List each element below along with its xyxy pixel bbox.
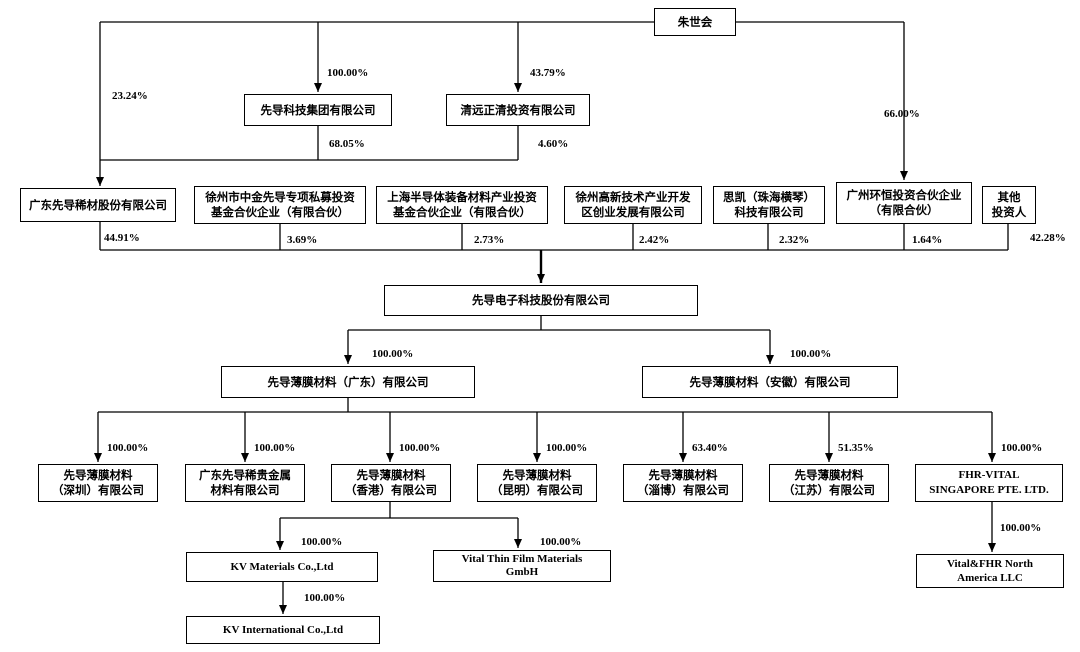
pct-sikai-to-electronic: 2.32% (779, 234, 810, 246)
node-label-line1: 思凯（珠海横琴） (723, 190, 815, 204)
node-film-shenzhen: 先导薄膜材料 （深圳）有限公司 (38, 464, 158, 502)
node-label-line1: Vital&FHR North (946, 558, 1034, 570)
node-gd-precious-metal: 广东先导稀贵金属 材料有限公司 (185, 464, 305, 502)
node-xiandao-electronic: 先导电子科技股份有限公司 (384, 285, 698, 316)
node-guangdong-xiandao-xicai: 广东先导稀材股份有限公司 (20, 188, 176, 222)
node-label-line2: （有限合伙） (869, 203, 939, 217)
node-label-line1: 先导薄膜材料 (648, 468, 718, 482)
node-label-line1: 先导薄膜材料 (356, 468, 426, 482)
node-film-guangdong: 先导薄膜材料（广东）有限公司 (221, 366, 475, 398)
node-label-line2: （香港）有限公司 (345, 483, 437, 497)
node-film-zibo: 先导薄膜材料 （淄博）有限公司 (623, 464, 743, 502)
node-label: 先导薄膜材料（安徽）有限公司 (689, 374, 851, 389)
node-label-line2: （深圳）有限公司 (52, 483, 144, 497)
pct-guangdong-to-zibo: 63.40% (692, 442, 728, 454)
node-label-line2: （昆明）有限公司 (491, 483, 583, 497)
pct-guangdong-to-jiangsu: 51.35% (838, 442, 874, 454)
node-vital-fhr-north-america: Vital&FHR North America LLC (916, 554, 1064, 588)
node-shanghai-semiconductor: 上海半导体装备材料产业投资 基金合伙企业（有限合伙） (376, 186, 548, 224)
pct-kv-to-kv-international: 100.00% (304, 592, 346, 604)
pct-zhu-to-group: 100.00% (327, 67, 369, 79)
pct-hk-to-vital-gmbh: 100.00% (540, 536, 582, 548)
node-label-line1: 广东先导稀贵金属 (199, 468, 291, 482)
node-label-line2: 投资人 (991, 205, 1027, 219)
node-film-kunming: 先导薄膜材料 （昆明）有限公司 (477, 464, 597, 502)
pct-guangdong-to-fhr: 100.00% (1001, 442, 1043, 454)
pct-zhu-to-qingyuan: 43.79% (530, 67, 566, 79)
pct-shanghai-to-electronic: 2.73% (474, 234, 505, 246)
node-sikai: 思凯（珠海横琴） 科技有限公司 (713, 186, 825, 224)
pct-huanheng-to-electronic: 1.64% (912, 234, 943, 246)
node-label-line1: 先导薄膜材料 (502, 468, 572, 482)
pct-electronic-to-anhui: 100.00% (790, 348, 832, 360)
pct-fhr-to-na: 100.00% (1000, 522, 1042, 534)
node-label-line2: America LLC (957, 572, 1023, 584)
node-label-line2: （江苏）有限公司 (783, 483, 875, 497)
node-label: KV International Co.,Ltd (222, 623, 344, 636)
pct-hk-to-kv: 100.00% (301, 536, 343, 548)
pct-guangdong-to-shenzhen: 100.00% (107, 442, 149, 454)
node-label-line1: 广州环恒投资合伙企业 (846, 188, 962, 202)
node-label-line1: 先导薄膜材料 (63, 468, 133, 482)
node-label: 先导电子科技股份有限公司 (472, 293, 610, 307)
pct-xuzhou-zhongjin-to-electronic: 3.69% (287, 234, 318, 246)
node-guangzhou-huanheng: 广州环恒投资合伙企业 （有限合伙） (836, 182, 972, 224)
node-fhr-vital-singapore: FHR-VITAL SINGAPORE PTE. LTD. (915, 464, 1063, 502)
node-label: KV Materials Co.,Ltd (230, 560, 334, 573)
node-label-line2: SINGAPORE PTE. LTD. (929, 484, 1049, 496)
node-label: 先导薄膜材料（广东）有限公司 (267, 374, 429, 389)
node-kv-international: KV International Co.,Ltd (186, 616, 380, 644)
node-label-line1: FHR-VITAL (958, 469, 1020, 481)
node-xuzhou-zhongjin: 徐州市中金先导专项私募投资 基金合伙企业（有限合伙） (194, 186, 366, 224)
node-label-line1: Vital Thin Film Materials (461, 553, 583, 565)
pct-zhu-to-xicai: 23.24% (112, 90, 148, 102)
pct-electronic-to-guangdong: 100.00% (372, 348, 414, 360)
node-xiandao-group: 先导科技集团有限公司 (244, 94, 392, 126)
pct-gaoxin-to-electronic: 2.42% (639, 234, 670, 246)
node-label-line1: 徐州市中金先导专项私募投资 (205, 190, 355, 204)
node-xuzhou-gaoxin: 徐州高新技术产业开发 区创业发展有限公司 (564, 186, 702, 224)
node-other-investors: 其他 投资人 (982, 186, 1036, 224)
node-label-line2: GmbH (505, 566, 539, 578)
node-film-anhui: 先导薄膜材料（安徽）有限公司 (642, 366, 898, 398)
node-label-line2: 材料有限公司 (210, 483, 280, 497)
node-label: 广东先导稀材股份有限公司 (29, 197, 167, 212)
node-label-line1: 其他 (997, 190, 1021, 204)
node-label-line2: 科技有限公司 (734, 205, 804, 219)
node-label-line2: （淄博）有限公司 (637, 483, 729, 497)
node-label: 清远正清投资有限公司 (460, 102, 576, 117)
node-label-line1: 先导薄膜材料 (794, 468, 864, 482)
pct-zhu-to-huanheng: 66.00% (884, 108, 920, 120)
node-kv-materials: KV Materials Co.,Ltd (186, 552, 378, 582)
node-vital-thin-film-gmbh: Vital Thin Film Materials GmbH (433, 550, 611, 582)
node-qingyuan-zhengqing: 清远正清投资有限公司 (446, 94, 590, 126)
pct-guangdong-to-kunming: 100.00% (546, 442, 588, 454)
node-film-hongkong: 先导薄膜材料 （香港）有限公司 (331, 464, 451, 502)
pct-others-to-electronic: 42.28% (1030, 232, 1066, 244)
node-film-jiangsu: 先导薄膜材料 （江苏）有限公司 (769, 464, 889, 502)
node-label: 朱世会 (677, 14, 713, 29)
node-label-line2: 基金合伙企业（有限合伙） (211, 205, 349, 219)
node-label-line2: 基金合伙企业（有限合伙） (393, 205, 531, 219)
pct-group-to-xicai: 68.05% (329, 138, 365, 150)
pct-guangdong-to-hongkong: 100.00% (399, 442, 441, 454)
pct-xicai-to-electronic: 44.91% (104, 232, 140, 244)
node-label-line1: 上海半导体装备材料产业投资 (387, 190, 537, 204)
node-label-line1: 徐州高新技术产业开发 (575, 190, 691, 204)
pct-guangdong-to-precious: 100.00% (254, 442, 296, 454)
node-label-line2: 区创业发展有限公司 (581, 205, 685, 219)
node-zhu-shihui: 朱世会 (654, 8, 736, 36)
pct-qingyuan-to-xicai: 4.60% (538, 138, 569, 150)
node-label: 先导科技集团有限公司 (260, 102, 376, 117)
